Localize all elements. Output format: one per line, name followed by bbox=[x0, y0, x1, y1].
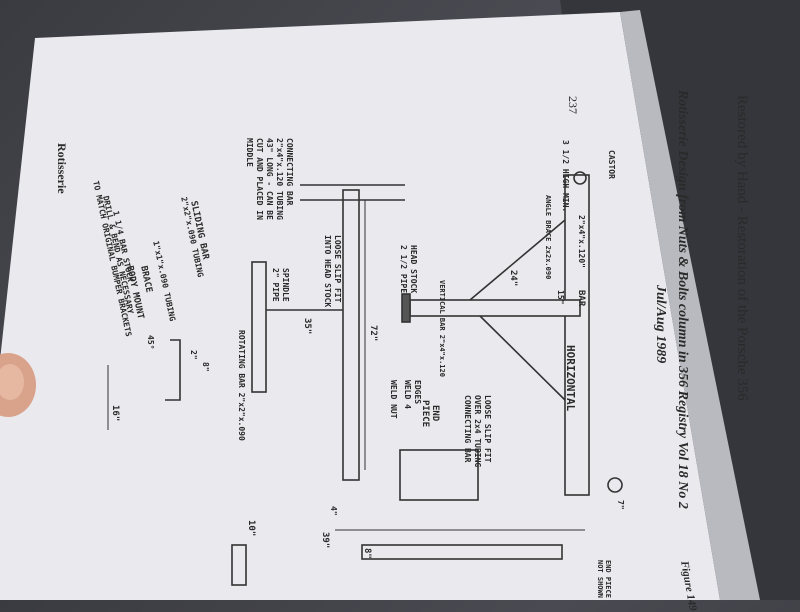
page-header: Rotisserie bbox=[55, 143, 69, 194]
label-connecting-bar-5: MIDDLE bbox=[245, 138, 254, 167]
label-loose-slip-fit-2: INTO HEAD STOCK bbox=[323, 235, 332, 308]
dim-4-label: 4" bbox=[329, 506, 338, 516]
label-bar-dims: 2"x4"x.120" bbox=[577, 215, 586, 268]
dim-8b-label: 8" bbox=[362, 548, 372, 559]
label-end-piece-note: END PIECE bbox=[604, 560, 612, 598]
dim-24-label: 24" bbox=[508, 270, 518, 287]
figure-caption-line1: Rotisserie Design from Nuts & Bolts colu… bbox=[675, 90, 690, 509]
label-end-piece-2: PIECE bbox=[420, 400, 430, 428]
dim-35-label: 35" bbox=[302, 318, 312, 335]
head-stock-shape bbox=[401, 293, 411, 323]
page-footer: Restored by Hand - Restoration of the Po… bbox=[734, 95, 750, 401]
rotating-bar-shape bbox=[251, 261, 267, 393]
label-min-height: 3 1/2 HIGH MIN. bbox=[561, 140, 570, 213]
label-loose-slip-fit-b: LOOSE SLIP FIT bbox=[483, 395, 492, 463]
connecting-bar-shape bbox=[342, 189, 360, 481]
thumb-nail bbox=[0, 364, 24, 400]
label-castor: CASTOR bbox=[607, 150, 616, 179]
label-spindle-2: 2" PIPE bbox=[271, 268, 280, 302]
label-head-stock-2: 2 1/2 PIPE bbox=[399, 245, 408, 294]
dim-15-label: 15" bbox=[556, 290, 565, 305]
dim-39-label: 39" bbox=[320, 532, 330, 549]
figure-caption-line2: Jul/Aug 1989 bbox=[653, 285, 668, 364]
label-horizontal: HORIZONTAL bbox=[564, 345, 577, 412]
horizontal-bar-shape bbox=[564, 174, 590, 496]
dim-7-label: 7" bbox=[616, 500, 625, 510]
dim-72-label: 72" bbox=[368, 325, 378, 342]
angle-brace-line bbox=[469, 219, 566, 301]
label-angle-45: 45° bbox=[146, 335, 155, 350]
dim-8-label: 8" bbox=[201, 362, 210, 372]
vertical-bar-shape bbox=[409, 299, 581, 317]
label-loose-slip-fit-b2: OVER 2x4 TUBING bbox=[473, 395, 482, 468]
label-connecting-bar: CONNECTING BAR bbox=[285, 138, 294, 206]
label-end-piece: END bbox=[430, 405, 440, 422]
castor-wheel-2 bbox=[607, 477, 623, 493]
label-loose-slip-fit: LOOSE SLIP FIT bbox=[333, 235, 342, 303]
castor-wheel bbox=[573, 171, 587, 185]
end-piece-shape bbox=[399, 449, 479, 501]
label-connecting-bar-4: CUT AND PLACED IN bbox=[255, 138, 264, 220]
label-spindle: SPINDLE bbox=[281, 268, 290, 302]
label-angle-brace: ANGLE BRACE 2x2x.090 bbox=[544, 195, 552, 280]
lower-vertical-bar-shape bbox=[361, 544, 563, 560]
small-post-shape bbox=[231, 544, 247, 586]
label-head-stock: HEAD STOCK bbox=[409, 245, 418, 294]
label-connecting-bar-2: 2"x4"x.120 TUBING bbox=[275, 138, 284, 220]
label-bar: BAR bbox=[576, 290, 586, 307]
dim-10-label: 10" bbox=[246, 520, 256, 537]
label-vertical-bar: VERTICAL BAR 2"x4"x.120 bbox=[438, 280, 446, 377]
label-rotating-bar: ROTATING BAR 2"x2"x.090 bbox=[237, 330, 246, 441]
dim-16-label: 16" bbox=[110, 405, 120, 422]
page-edge-shadow bbox=[620, 10, 760, 600]
rotisserie-drawing bbox=[107, 171, 623, 586]
book-page bbox=[0, 12, 720, 600]
body-mount-shape bbox=[165, 339, 181, 401]
page-number: 237 bbox=[566, 96, 580, 114]
angle-brace-line-2 bbox=[479, 315, 566, 401]
label-connecting-bar-3: 43" LONG - CAN BE bbox=[265, 138, 274, 220]
dim-2-label: 2" bbox=[189, 350, 198, 360]
label-weld-nut-2: WELD 4 bbox=[403, 380, 412, 409]
label-loose-slip-fit-b3: CONNECTING BAR bbox=[463, 395, 472, 463]
label-weld-nut: WELD NUT bbox=[389, 380, 398, 419]
label-end-piece-note-2: NOT SHOWN bbox=[596, 560, 604, 598]
